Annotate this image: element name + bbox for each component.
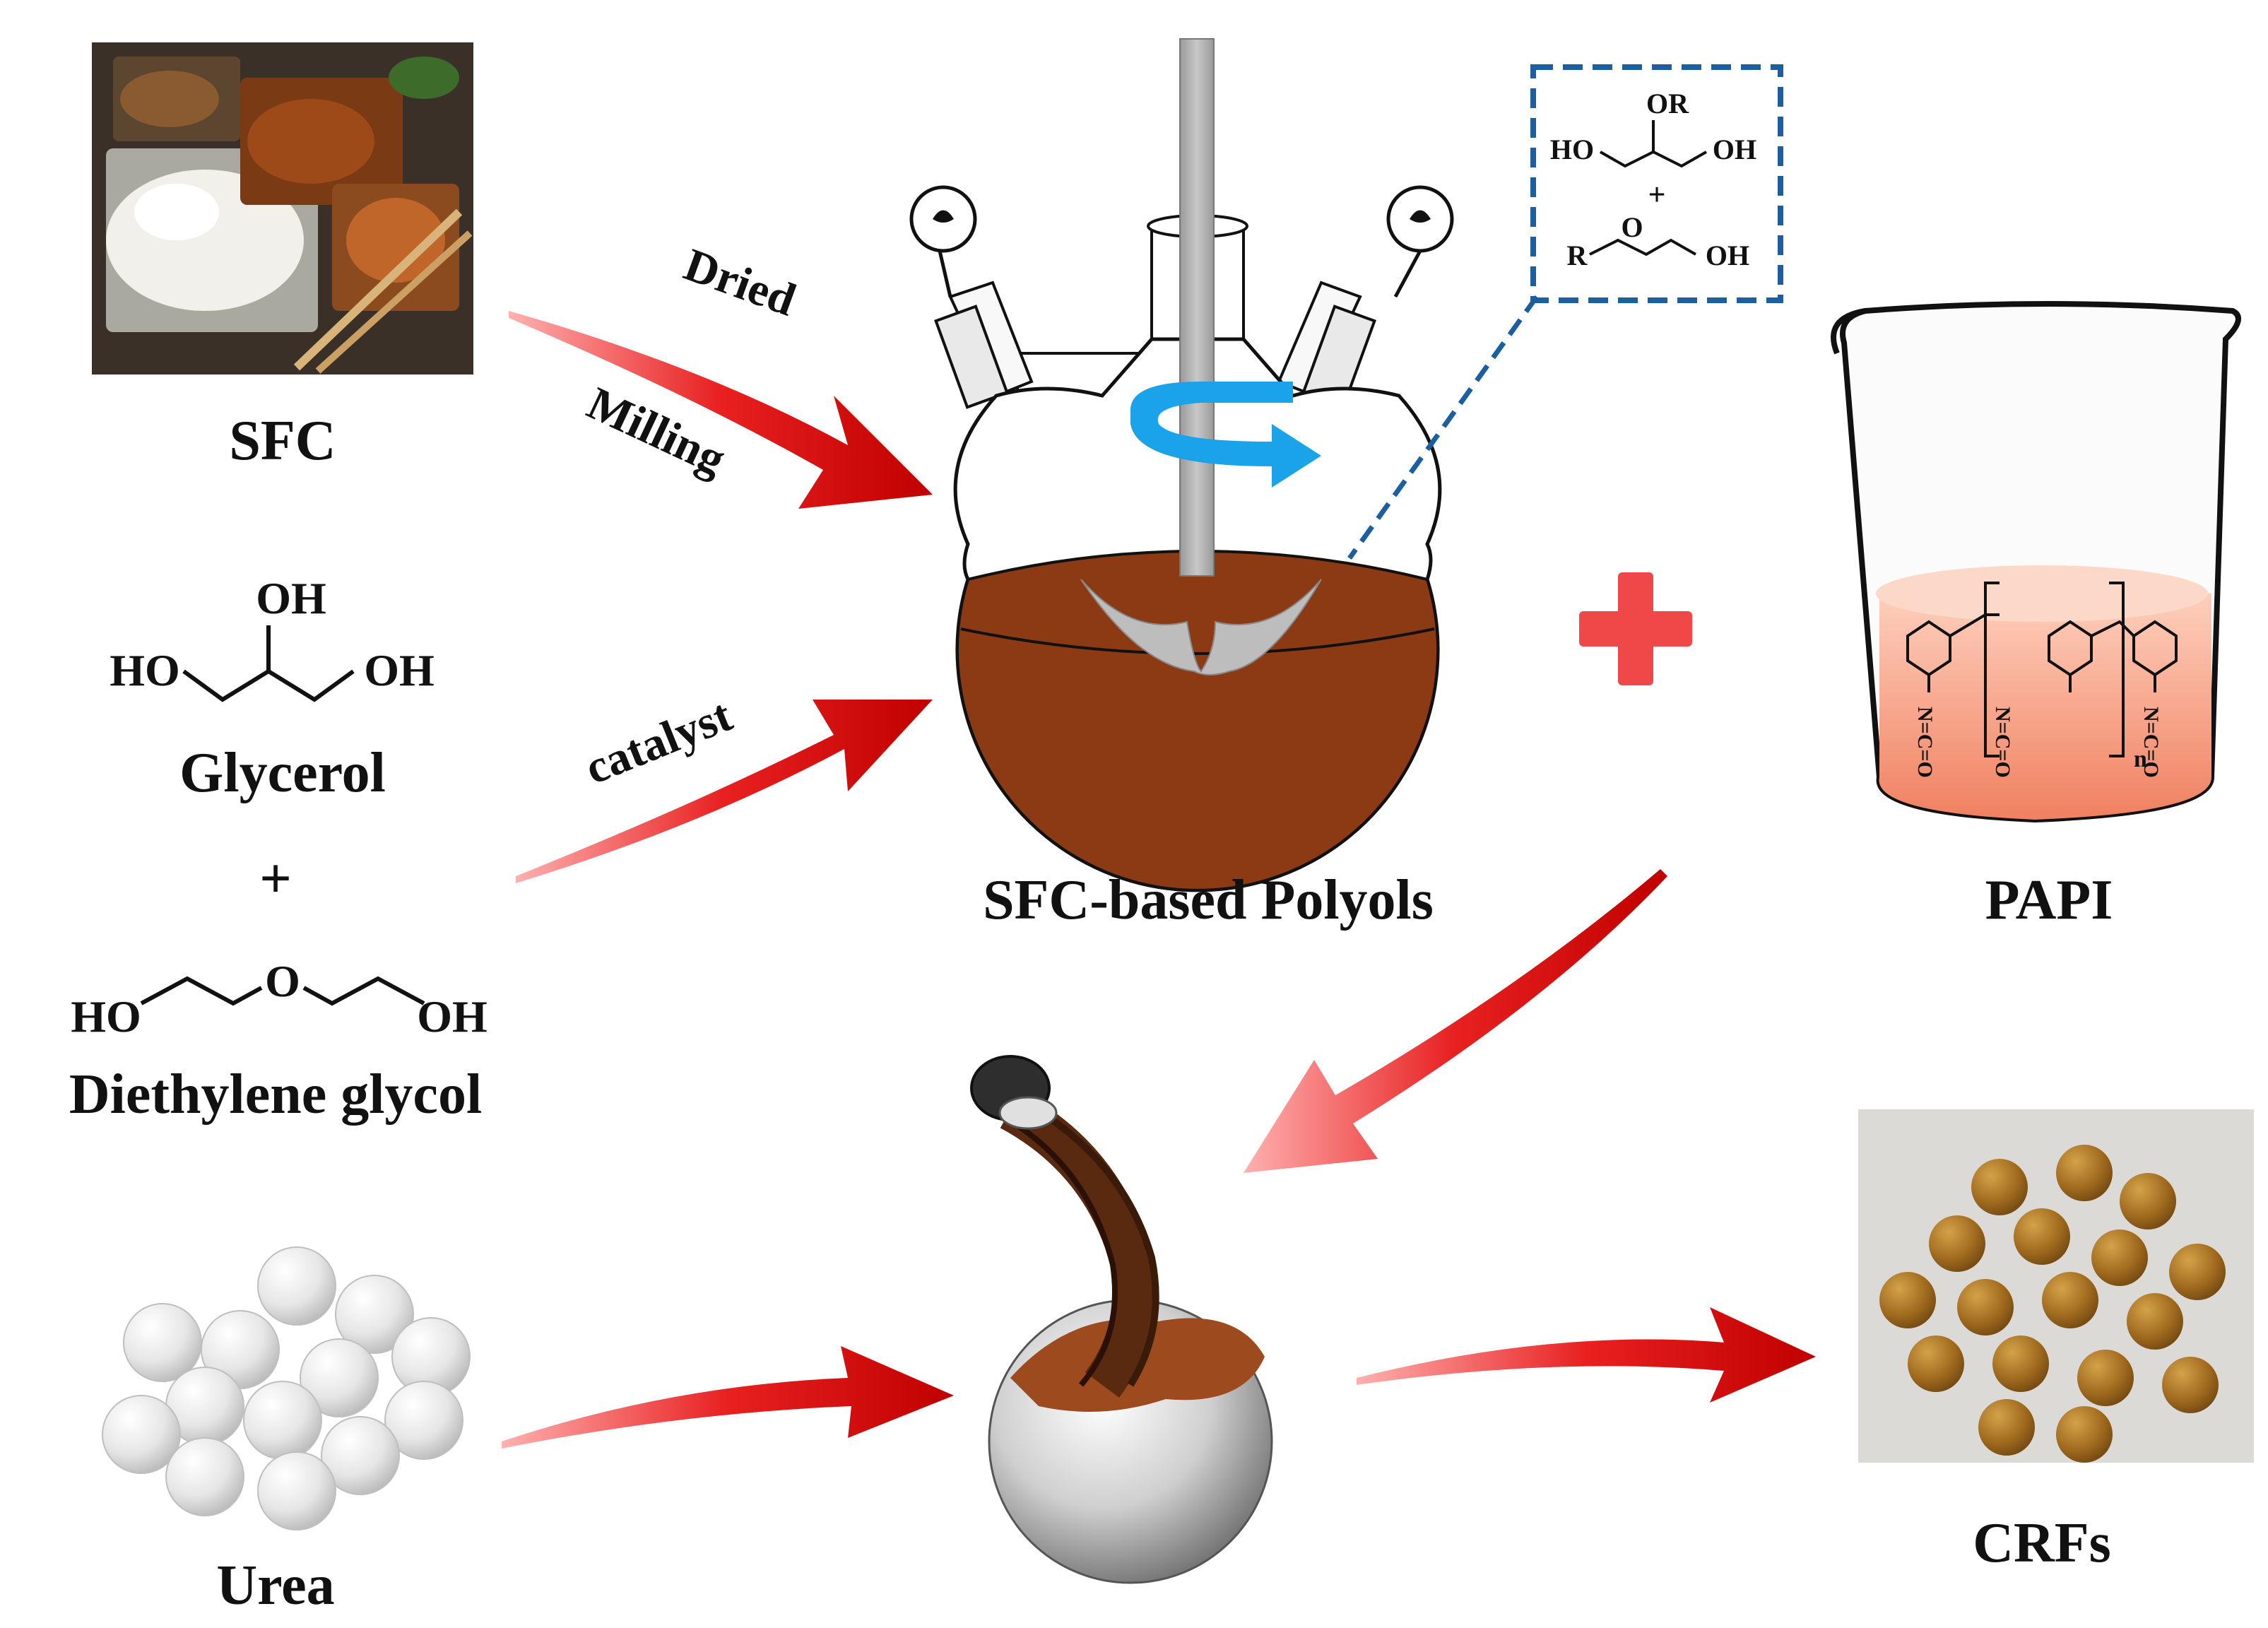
arrow-label-catalyst: catalyst bbox=[578, 690, 739, 795]
papi-nco-3: N=C=O bbox=[2139, 707, 2163, 778]
sfc-label: SFC bbox=[229, 410, 336, 472]
inset-r: R bbox=[1567, 240, 1588, 271]
coating-sphere bbox=[970, 1055, 1273, 1584]
arrow-sfc-to-flask bbox=[509, 311, 933, 509]
arrow-glycerol-to-flask bbox=[516, 700, 933, 883]
inset-oh2: OH bbox=[1706, 240, 1749, 271]
glycerol-oh-top: OH bbox=[256, 573, 326, 623]
urea-spheres bbox=[102, 1246, 471, 1530]
deg-oh: OH bbox=[417, 991, 488, 1042]
deg-ho: HO bbox=[71, 991, 141, 1042]
glycerol-ho-left: HO bbox=[110, 645, 180, 695]
beaker: N=C=O N=C=O N=C=O n bbox=[1831, 301, 2241, 823]
glycerol-label: Glycerol bbox=[179, 742, 386, 804]
inset-or: OR bbox=[1646, 88, 1689, 119]
urea-label: Urea bbox=[216, 1555, 334, 1617]
diethylene-glycol-structure bbox=[140, 976, 425, 1006]
inset-o: O bbox=[1621, 211, 1643, 243]
plus-cross-icon bbox=[1579, 572, 1692, 685]
deg-o: O bbox=[265, 956, 300, 1006]
inset-plus: + bbox=[1648, 177, 1665, 212]
inset-ho: HO bbox=[1550, 134, 1594, 165]
papi-nco-2: N=C=O bbox=[1991, 707, 2014, 778]
sfc-food-photo bbox=[92, 42, 473, 374]
diethylene-glycol-label: Diethylene glycol bbox=[69, 1063, 482, 1126]
glycerol-oh-right: OH bbox=[364, 645, 435, 695]
arrow-coating-to-crfs bbox=[1357, 1307, 1816, 1403]
papi-label: PAPI bbox=[1985, 869, 2113, 931]
arrow-urea-to-coating bbox=[502, 1346, 954, 1449]
arrow-label-dried: Dried bbox=[678, 239, 803, 326]
three-neck-flask bbox=[909, 38, 1454, 892]
polyols-label: SFC-based Polyols bbox=[983, 869, 1434, 931]
plus-sign: + bbox=[259, 848, 292, 910]
papi-nco-1: N=C=O bbox=[1913, 707, 1937, 778]
arrow-to-coating bbox=[1244, 869, 1667, 1173]
crfs-label: CRFs bbox=[1973, 1512, 2111, 1574]
inset-oh1: OH bbox=[1713, 134, 1756, 165]
glycerol-structure bbox=[182, 625, 355, 702]
papi-n: n bbox=[2134, 746, 2147, 772]
inset-structure-box bbox=[1347, 64, 1783, 560]
crf-granules-photo bbox=[1858, 1109, 2254, 1463]
